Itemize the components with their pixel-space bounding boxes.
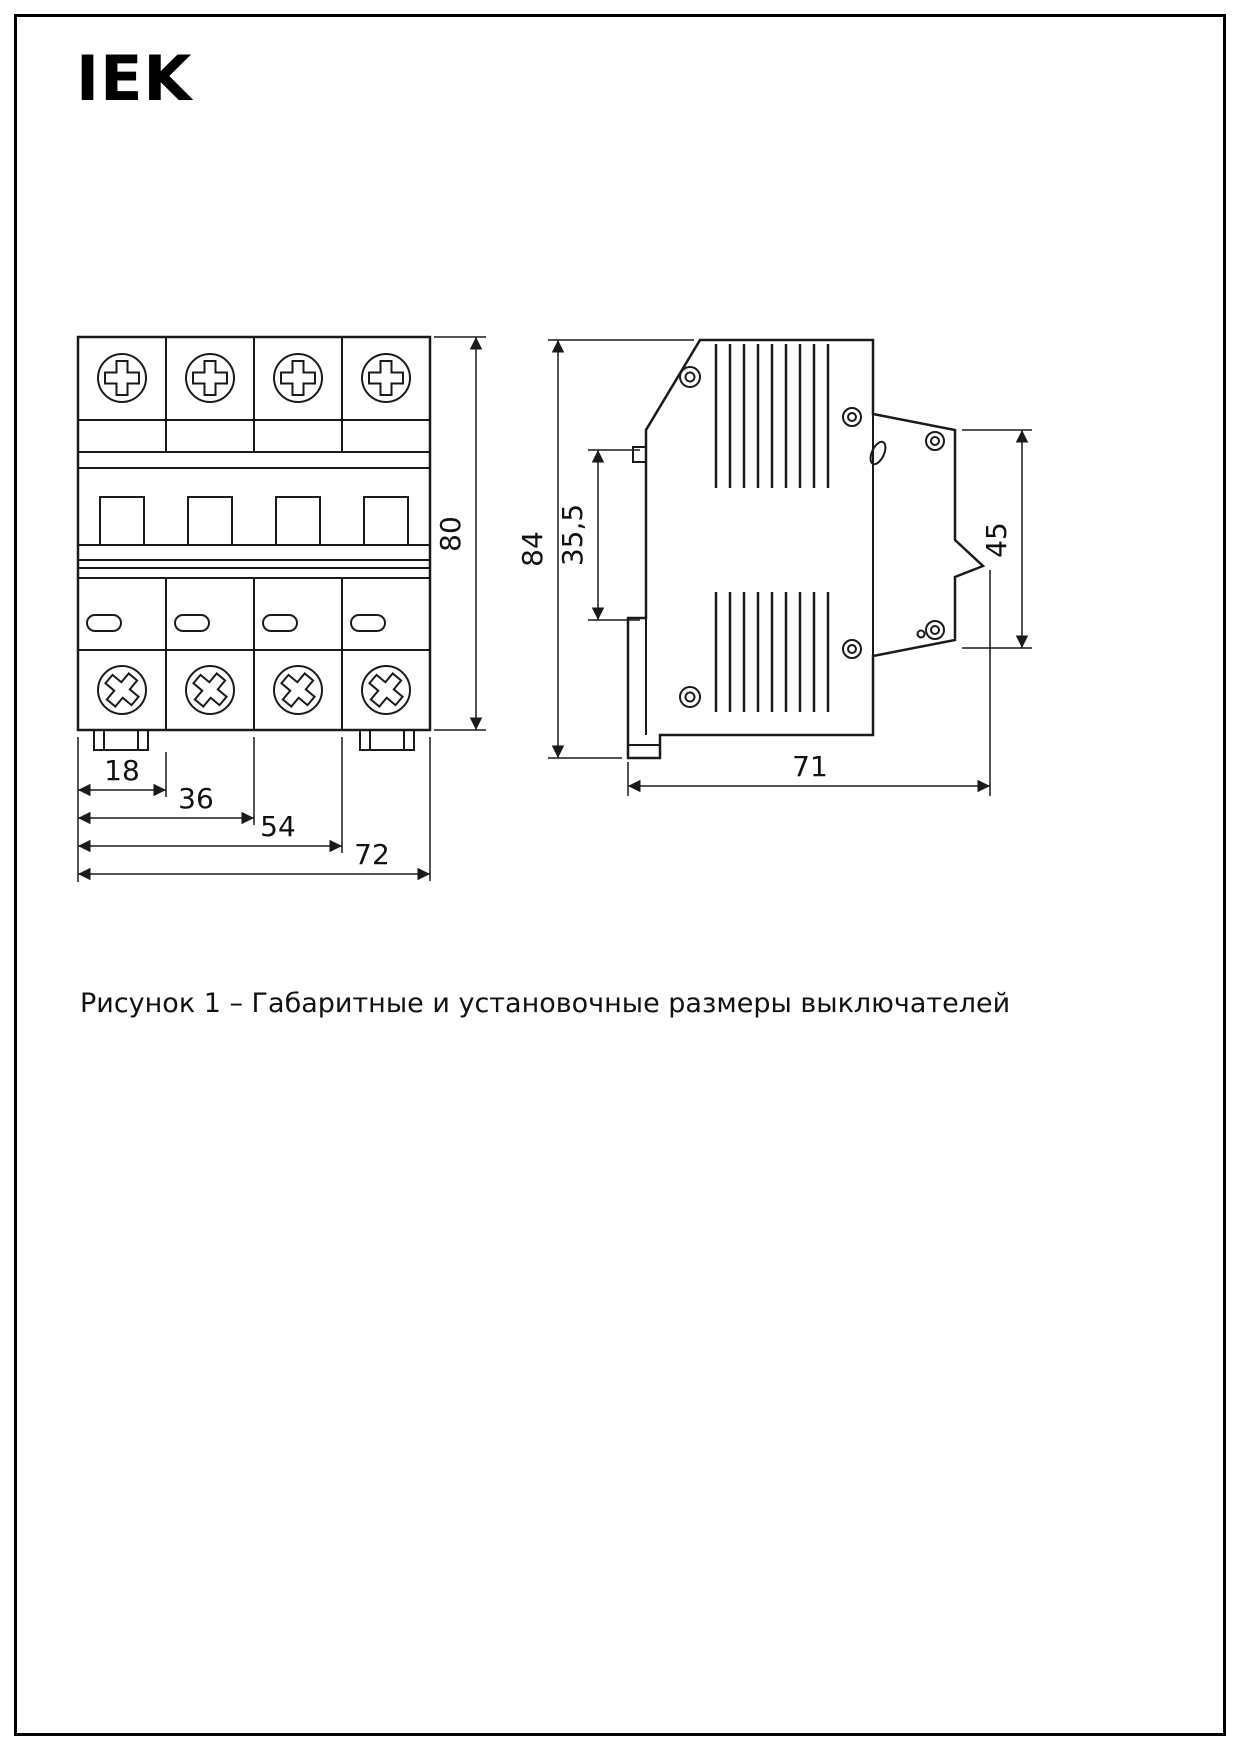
dim-label-80: 80 xyxy=(434,516,467,552)
dim-label-84: 84 xyxy=(516,531,549,567)
page-border xyxy=(14,14,1226,1736)
dim-label-18: 18 xyxy=(104,754,140,787)
figure-caption: Рисунок 1 – Габаритные и установочные ра… xyxy=(80,988,1011,1019)
side-dim-rail: 35,5 xyxy=(556,449,640,621)
side-dim-depth: 71 xyxy=(627,570,991,796)
dim-label-45: 45 xyxy=(980,522,1013,558)
dim-label-36: 36 xyxy=(178,782,214,815)
dim-label-72: 72 xyxy=(354,838,390,871)
side-dim-flange: 45 xyxy=(962,429,1032,649)
front-indicator-windows xyxy=(86,614,386,632)
front-din-clips xyxy=(93,730,415,751)
front-dim-widths: 18 36 54 72 xyxy=(77,737,431,882)
iek-logo: IEK xyxy=(76,42,193,115)
dim-label-35-5: 35,5 xyxy=(556,504,589,566)
side-dim-height: 84 xyxy=(516,339,694,759)
dim-label-71: 71 xyxy=(792,750,828,783)
vent-slots-upper xyxy=(714,344,830,488)
front-top-screws xyxy=(97,353,411,403)
side-view-drawing: 84 35,5 45 71 xyxy=(516,338,1032,796)
front-bottom-screws xyxy=(97,665,411,715)
dim-label-54: 54 xyxy=(260,810,296,843)
front-toggle-handles xyxy=(99,496,409,546)
front-view-drawing: 80 18 36 54 72 xyxy=(76,335,486,882)
vent-slots-lower xyxy=(714,592,830,712)
side-screws xyxy=(679,366,945,708)
front-dim-height: 80 xyxy=(434,336,486,731)
